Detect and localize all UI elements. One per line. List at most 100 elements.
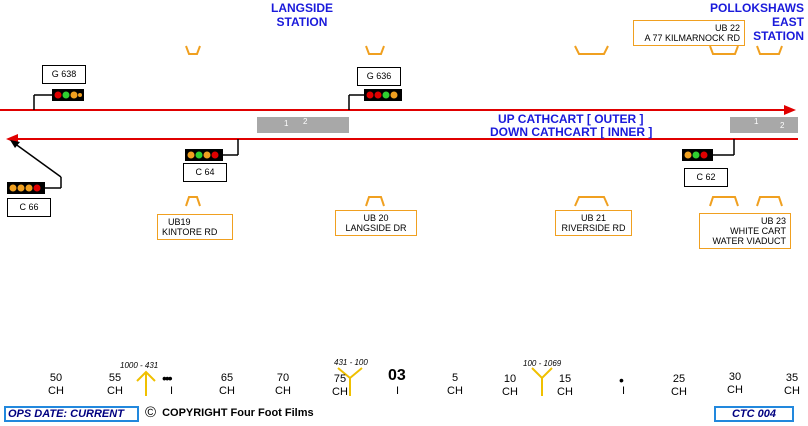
- chain-25-unit: CH: [671, 386, 687, 398]
- bridge-ub22: UB 22 A 77 KILMARNOCK RD: [633, 20, 745, 46]
- signal-g638-yellow-aspect-2: [78, 93, 82, 97]
- mile-post: 03: [388, 367, 406, 384]
- bridge-ub21: UB 21 RIVERSIDE RD: [555, 210, 632, 236]
- bridge-ub23-id: UB 23: [760, 216, 786, 226]
- bridge-ub19: UB19 KINTORE RD: [157, 214, 233, 240]
- chain-70-number: 70: [276, 372, 290, 384]
- chain-30-unit: CH: [727, 384, 743, 396]
- up-cathcart-label: UP CATHCART [ OUTER ]: [498, 112, 644, 126]
- chain-25-number: 25: [672, 373, 686, 385]
- signal-c62[interactable]: [682, 139, 735, 161]
- bridge-marker-bottom-1: [185, 196, 201, 207]
- bridge-marker-bottom-4: [709, 196, 739, 207]
- signal-g638-green-aspect: [62, 91, 70, 99]
- chain-75-number: 75: [333, 373, 347, 385]
- down-cathcart-label: DOWN CATHCART [ INNER ]: [490, 125, 653, 139]
- chain-marker-25: 25 CH: [664, 373, 694, 399]
- station-pollokshaws-east: POLLOKSHAWS EAST STATION: [676, 1, 804, 43]
- chain-50-number: 50: [49, 372, 63, 384]
- chain-5-unit: CH: [447, 385, 463, 397]
- signal-c64-label: C 64: [183, 163, 227, 182]
- junction-label-1: 1000 - 431: [120, 361, 159, 370]
- signal-c66-label: C 66: [7, 198, 51, 217]
- bridge-ub23: UB 23 WHITE CART WATER VIADUCT: [699, 213, 791, 249]
- chain-15-unit: CH: [557, 386, 573, 398]
- bridge-marker-bottom-2: [365, 196, 385, 207]
- chain-50-unit: CH: [48, 385, 64, 397]
- signal-g638[interactable]: [33, 89, 84, 110]
- single-dot-marker: •: [619, 372, 624, 388]
- station-pollokshaws-line1: POLLOKSHAWS EAST: [709, 1, 804, 29]
- chain-15-number: 15: [558, 373, 572, 385]
- bridge-marker-bottom-3: [574, 196, 609, 207]
- triple-dot-marker: •••: [162, 370, 173, 386]
- junction-label-3: 100 - 1069: [523, 359, 562, 368]
- copyright-symbol: ©: [145, 404, 157, 421]
- bridge-ub22-name: A 77 KILMARNOCK RD: [644, 33, 740, 43]
- signal-g638-label: G 638: [42, 65, 86, 84]
- chain-marker-35: 35 CH: [777, 372, 807, 398]
- bridge-ub21-name: RIVERSIDE RD: [561, 223, 626, 233]
- diagram-id-badge: CTC 004: [714, 406, 794, 422]
- copyright-notice: © COPYRIGHT Four Foot Films: [145, 404, 314, 421]
- signal-g638-yellow-aspect: [70, 91, 78, 99]
- track-circuit-2-label-b: 2: [780, 121, 785, 130]
- signal-g636[interactable]: [348, 89, 402, 110]
- bridge-ub19-name: KINTORE RD: [162, 227, 218, 237]
- chain-70-unit: CH: [275, 385, 291, 397]
- junction-markers: [136, 367, 553, 396]
- bridge-marker-top-4: [709, 45, 739, 55]
- track-circuit-2-label-a: 1: [754, 117, 759, 126]
- chain-marker-75: 75 CH: [325, 373, 355, 399]
- bridge-marker-top-3: [574, 45, 609, 55]
- chain-65-number: 65: [220, 372, 234, 384]
- bridge-marker-top-5: [756, 45, 783, 55]
- up-direction-arrow: [784, 105, 796, 115]
- chain-marker-5: 5 CH: [440, 372, 470, 398]
- signal-c66[interactable]: [7, 140, 62, 194]
- chain-55-number: 55: [108, 372, 122, 384]
- chain-5-number: 5: [451, 372, 459, 384]
- copyright-text: COPYRIGHT Four Foot Films: [162, 407, 314, 419]
- bridge-marker-top-2: [365, 45, 385, 55]
- bridge-marker-top-1: [185, 45, 201, 55]
- track-circuit-block-2[interactable]: [730, 117, 798, 133]
- junction-label-2: 431 - 100: [334, 358, 368, 367]
- signal-g636-label: G 636: [357, 67, 401, 86]
- chain-marker-15: 15 CH: [550, 373, 580, 399]
- bridge-ub22-id: UB 22: [714, 23, 740, 33]
- chain-35-unit: CH: [784, 385, 800, 397]
- chain-marker-30: 30 CH: [720, 371, 750, 397]
- track-circuit-block-1[interactable]: [257, 117, 349, 133]
- chain-35-number: 35: [785, 372, 799, 384]
- tick-mark-2: I: [622, 385, 626, 397]
- station-langside: LANGSIDE STATION: [262, 1, 342, 29]
- chain-75-unit: CH: [332, 386, 348, 398]
- bridge-ub20: UB 20 LANGSIDE DR: [335, 210, 417, 236]
- chain-10-unit: CH: [502, 386, 518, 398]
- chain-marker-70: 70 CH: [268, 372, 298, 398]
- station-langside-line1: LANGSIDE: [270, 1, 333, 15]
- signal-c62-label: C 62: [684, 168, 728, 187]
- bridge-ub20-name: LANGSIDE DR: [345, 223, 407, 233]
- chain-marker-10: 10 CH: [495, 373, 525, 399]
- tick-mark-1: I: [170, 385, 174, 397]
- mile-post-tick: I: [396, 385, 400, 397]
- signal-c64[interactable]: [185, 139, 239, 161]
- bridge-ub23-line3: WATER VIADUCT: [712, 236, 787, 246]
- track-circuit-1-label-a: 1: [284, 119, 289, 128]
- bridge-ub21-id: UB 21: [580, 213, 606, 223]
- bridge-ub23-line2: WHITE CART: [730, 226, 786, 236]
- bridge-ub20-id: UB 20: [363, 213, 389, 223]
- ops-date-badge: OPS DATE: CURRENT: [4, 406, 139, 422]
- station-pollokshaws-line2: STATION: [753, 29, 804, 43]
- bridge-ub19-id: UB19: [168, 217, 191, 227]
- chain-marker-65: 65 CH: [212, 372, 242, 398]
- station-langside-line2: STATION: [276, 15, 328, 29]
- chain-marker-55: 55 CH: [100, 372, 130, 398]
- bridge-markers: [185, 45, 783, 207]
- chain-30-number: 30: [728, 371, 742, 383]
- signal-c66-arrow-head: [10, 140, 20, 148]
- bridge-marker-bottom-5: [756, 196, 783, 207]
